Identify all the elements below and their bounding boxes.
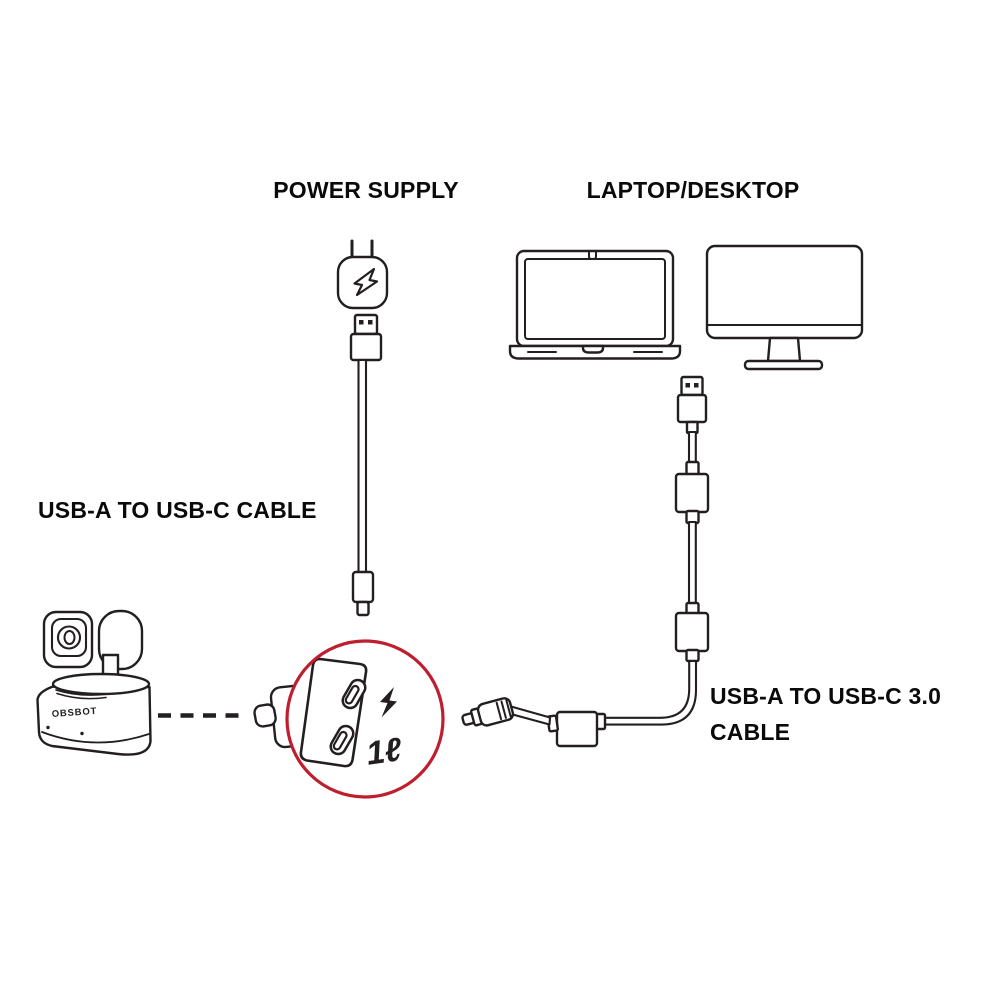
usb-a-hole <box>685 383 690 388</box>
usb-c-plug-body <box>476 697 515 727</box>
device-back-tab <box>253 703 277 728</box>
usb30-cable <box>461 375 710 748</box>
ferrite-bead <box>674 472 710 514</box>
cable-wire <box>507 705 552 726</box>
cable-bend <box>601 659 698 726</box>
zoom-circle <box>285 639 445 799</box>
power-cable <box>349 313 383 617</box>
laptop-desktop-label: LAPTOP/DESKTOP <box>586 177 800 203</box>
laptop-screen-inner <box>524 258 666 340</box>
usb-c-port-power <box>341 678 367 710</box>
camera-brand-label: OBSBOT <box>51 706 97 720</box>
zoom-callout: 1ℓ <box>253 639 445 799</box>
plug-grip-ridges <box>495 699 512 721</box>
base-disc-line <box>55 689 109 696</box>
usb30-cable-label-line1: USB-A TO USB-C 3.0 <box>710 683 942 709</box>
usb-c-tip <box>356 600 370 617</box>
usb30-cable-label: USB-A TO USB-C 3.0 CABLE <box>710 678 941 750</box>
port-number-label: 1ℓ <box>364 730 405 772</box>
desktop-illustration <box>705 244 864 371</box>
base-dot <box>80 731 84 736</box>
ferrite-bead <box>555 710 599 748</box>
laptop-camera-notch <box>588 251 597 260</box>
usb30-cable-label-line2: CABLE <box>710 719 791 745</box>
usb-a-metal <box>353 313 379 336</box>
camera-lens-inner <box>63 630 76 645</box>
usb-a-hole <box>368 320 373 325</box>
usb-a-hole <box>359 320 364 325</box>
right-angle-usb-c-connector <box>461 697 515 727</box>
cable-wire <box>687 520 697 606</box>
base-disc-line <box>56 692 107 700</box>
usb-a-hole <box>694 383 699 388</box>
port-slot <box>344 684 360 705</box>
camera-base-top <box>51 672 151 696</box>
usb-a-body <box>676 393 708 424</box>
laptop-trackpad-notch <box>581 344 605 354</box>
usb-a-body <box>349 332 383 362</box>
port-slot <box>332 730 348 751</box>
power-adapter <box>336 239 389 310</box>
usb-c-port-data <box>329 724 355 756</box>
cable-wire <box>357 358 368 574</box>
bead-collar <box>685 648 700 663</box>
base-bottom-rim <box>41 731 150 744</box>
monitor-stand <box>766 336 802 363</box>
ferrite-bead <box>674 611 710 653</box>
usb-a-to-usb-c-cable-label: USB-A TO USB-C CABLE <box>38 497 317 523</box>
cable-wire <box>687 430 697 465</box>
lightning-outline-icon <box>353 267 379 297</box>
camera-illustration: OBSBOT <box>36 609 152 756</box>
usb-a-metal <box>680 375 704 397</box>
lightning-icon <box>380 687 397 718</box>
laptop-illustration <box>508 249 682 360</box>
power-supply-label: POWER SUPPLY <box>273 177 459 203</box>
base-dot <box>46 725 50 730</box>
monitor-base <box>743 359 824 371</box>
usb-c-body <box>351 570 375 604</box>
camera-base-body <box>36 685 152 756</box>
